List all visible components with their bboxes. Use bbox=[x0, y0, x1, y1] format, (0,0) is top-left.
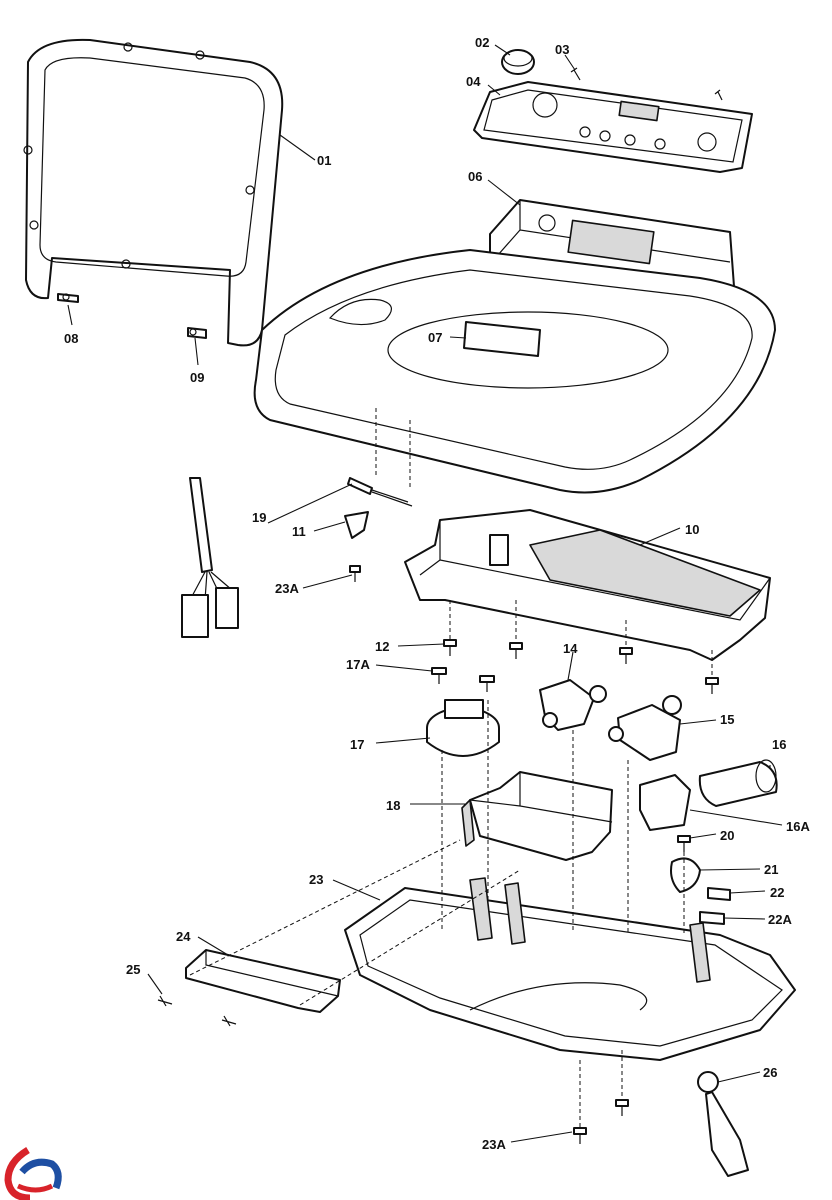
part-14-water-valve bbox=[539, 679, 607, 731]
label-23: 23 bbox=[309, 872, 323, 887]
part-12-screws bbox=[443, 639, 719, 694]
part-04-control-panel bbox=[473, 81, 753, 173]
label-26: 26 bbox=[763, 1065, 777, 1080]
part-21-clamp bbox=[670, 857, 701, 893]
part-23a-screws-bottom bbox=[573, 1099, 629, 1144]
label-16: 16 bbox=[772, 737, 786, 752]
label-04: 04 bbox=[466, 74, 481, 89]
part-18-dispenser-bracket bbox=[461, 771, 613, 861]
part-19-wire-harness bbox=[181, 477, 413, 638]
part-16a-capacitor-cover bbox=[639, 774, 691, 831]
label-22a: 22A bbox=[768, 912, 792, 927]
label-08: 08 bbox=[64, 331, 78, 346]
part-07-filter bbox=[463, 321, 541, 357]
label-20: 20 bbox=[720, 828, 734, 843]
label-18: 18 bbox=[386, 798, 400, 813]
part-03-screw bbox=[570, 67, 723, 101]
label-21: 21 bbox=[764, 862, 778, 877]
alignment-lines bbox=[189, 408, 713, 1128]
label-09: 09 bbox=[190, 370, 204, 385]
label-06: 06 bbox=[468, 169, 482, 184]
label-12: 12 bbox=[375, 639, 389, 654]
label-03: 03 bbox=[555, 42, 569, 57]
washer-top-cover bbox=[253, 249, 776, 494]
label-25: 25 bbox=[126, 962, 140, 977]
part-20-screw bbox=[677, 835, 691, 852]
part-17-pressure-switch bbox=[426, 699, 500, 757]
part-24-bracket bbox=[185, 949, 341, 1013]
label-23a-top: 23A bbox=[275, 581, 299, 596]
label-14: 14 bbox=[563, 641, 578, 656]
label-02: 02 bbox=[475, 35, 489, 50]
part-16-capacitor bbox=[698, 759, 778, 807]
part-labels: 01 02 03 04 06 07 08 09 10 11 19 23A 12 … bbox=[64, 35, 810, 1152]
label-01: 01 bbox=[317, 153, 331, 168]
part-09-hinge-pin bbox=[187, 327, 207, 339]
label-22: 22 bbox=[770, 885, 784, 900]
brand-swirl-logo-icon bbox=[4, 1146, 62, 1200]
label-16a: 16A bbox=[786, 819, 810, 834]
part-11-clip bbox=[344, 511, 369, 539]
part-23-base bbox=[344, 877, 796, 1061]
part-25-screws bbox=[157, 995, 237, 1027]
part-22-clip bbox=[707, 887, 731, 901]
label-11: 11 bbox=[292, 524, 306, 539]
label-19: 19 bbox=[252, 510, 266, 525]
part-08-hinge-pin bbox=[57, 293, 79, 303]
part-10-control-board bbox=[404, 509, 771, 661]
part-02-knob bbox=[501, 49, 535, 75]
label-23a-bottom: 23A bbox=[482, 1137, 506, 1152]
part-23a-screw-top bbox=[349, 565, 361, 582]
label-07: 07 bbox=[428, 330, 442, 345]
leader-lines bbox=[67, 44, 783, 1143]
label-24: 24 bbox=[176, 929, 191, 944]
part-17a-screws bbox=[431, 667, 495, 692]
label-15: 15 bbox=[720, 712, 734, 727]
label-17: 17 bbox=[350, 737, 364, 752]
part-15-water-valve bbox=[608, 695, 682, 761]
part-22a-clip bbox=[699, 911, 725, 925]
label-10: 10 bbox=[685, 522, 699, 537]
label-17a: 17A bbox=[346, 657, 370, 672]
part-26-pump bbox=[697, 1071, 749, 1177]
